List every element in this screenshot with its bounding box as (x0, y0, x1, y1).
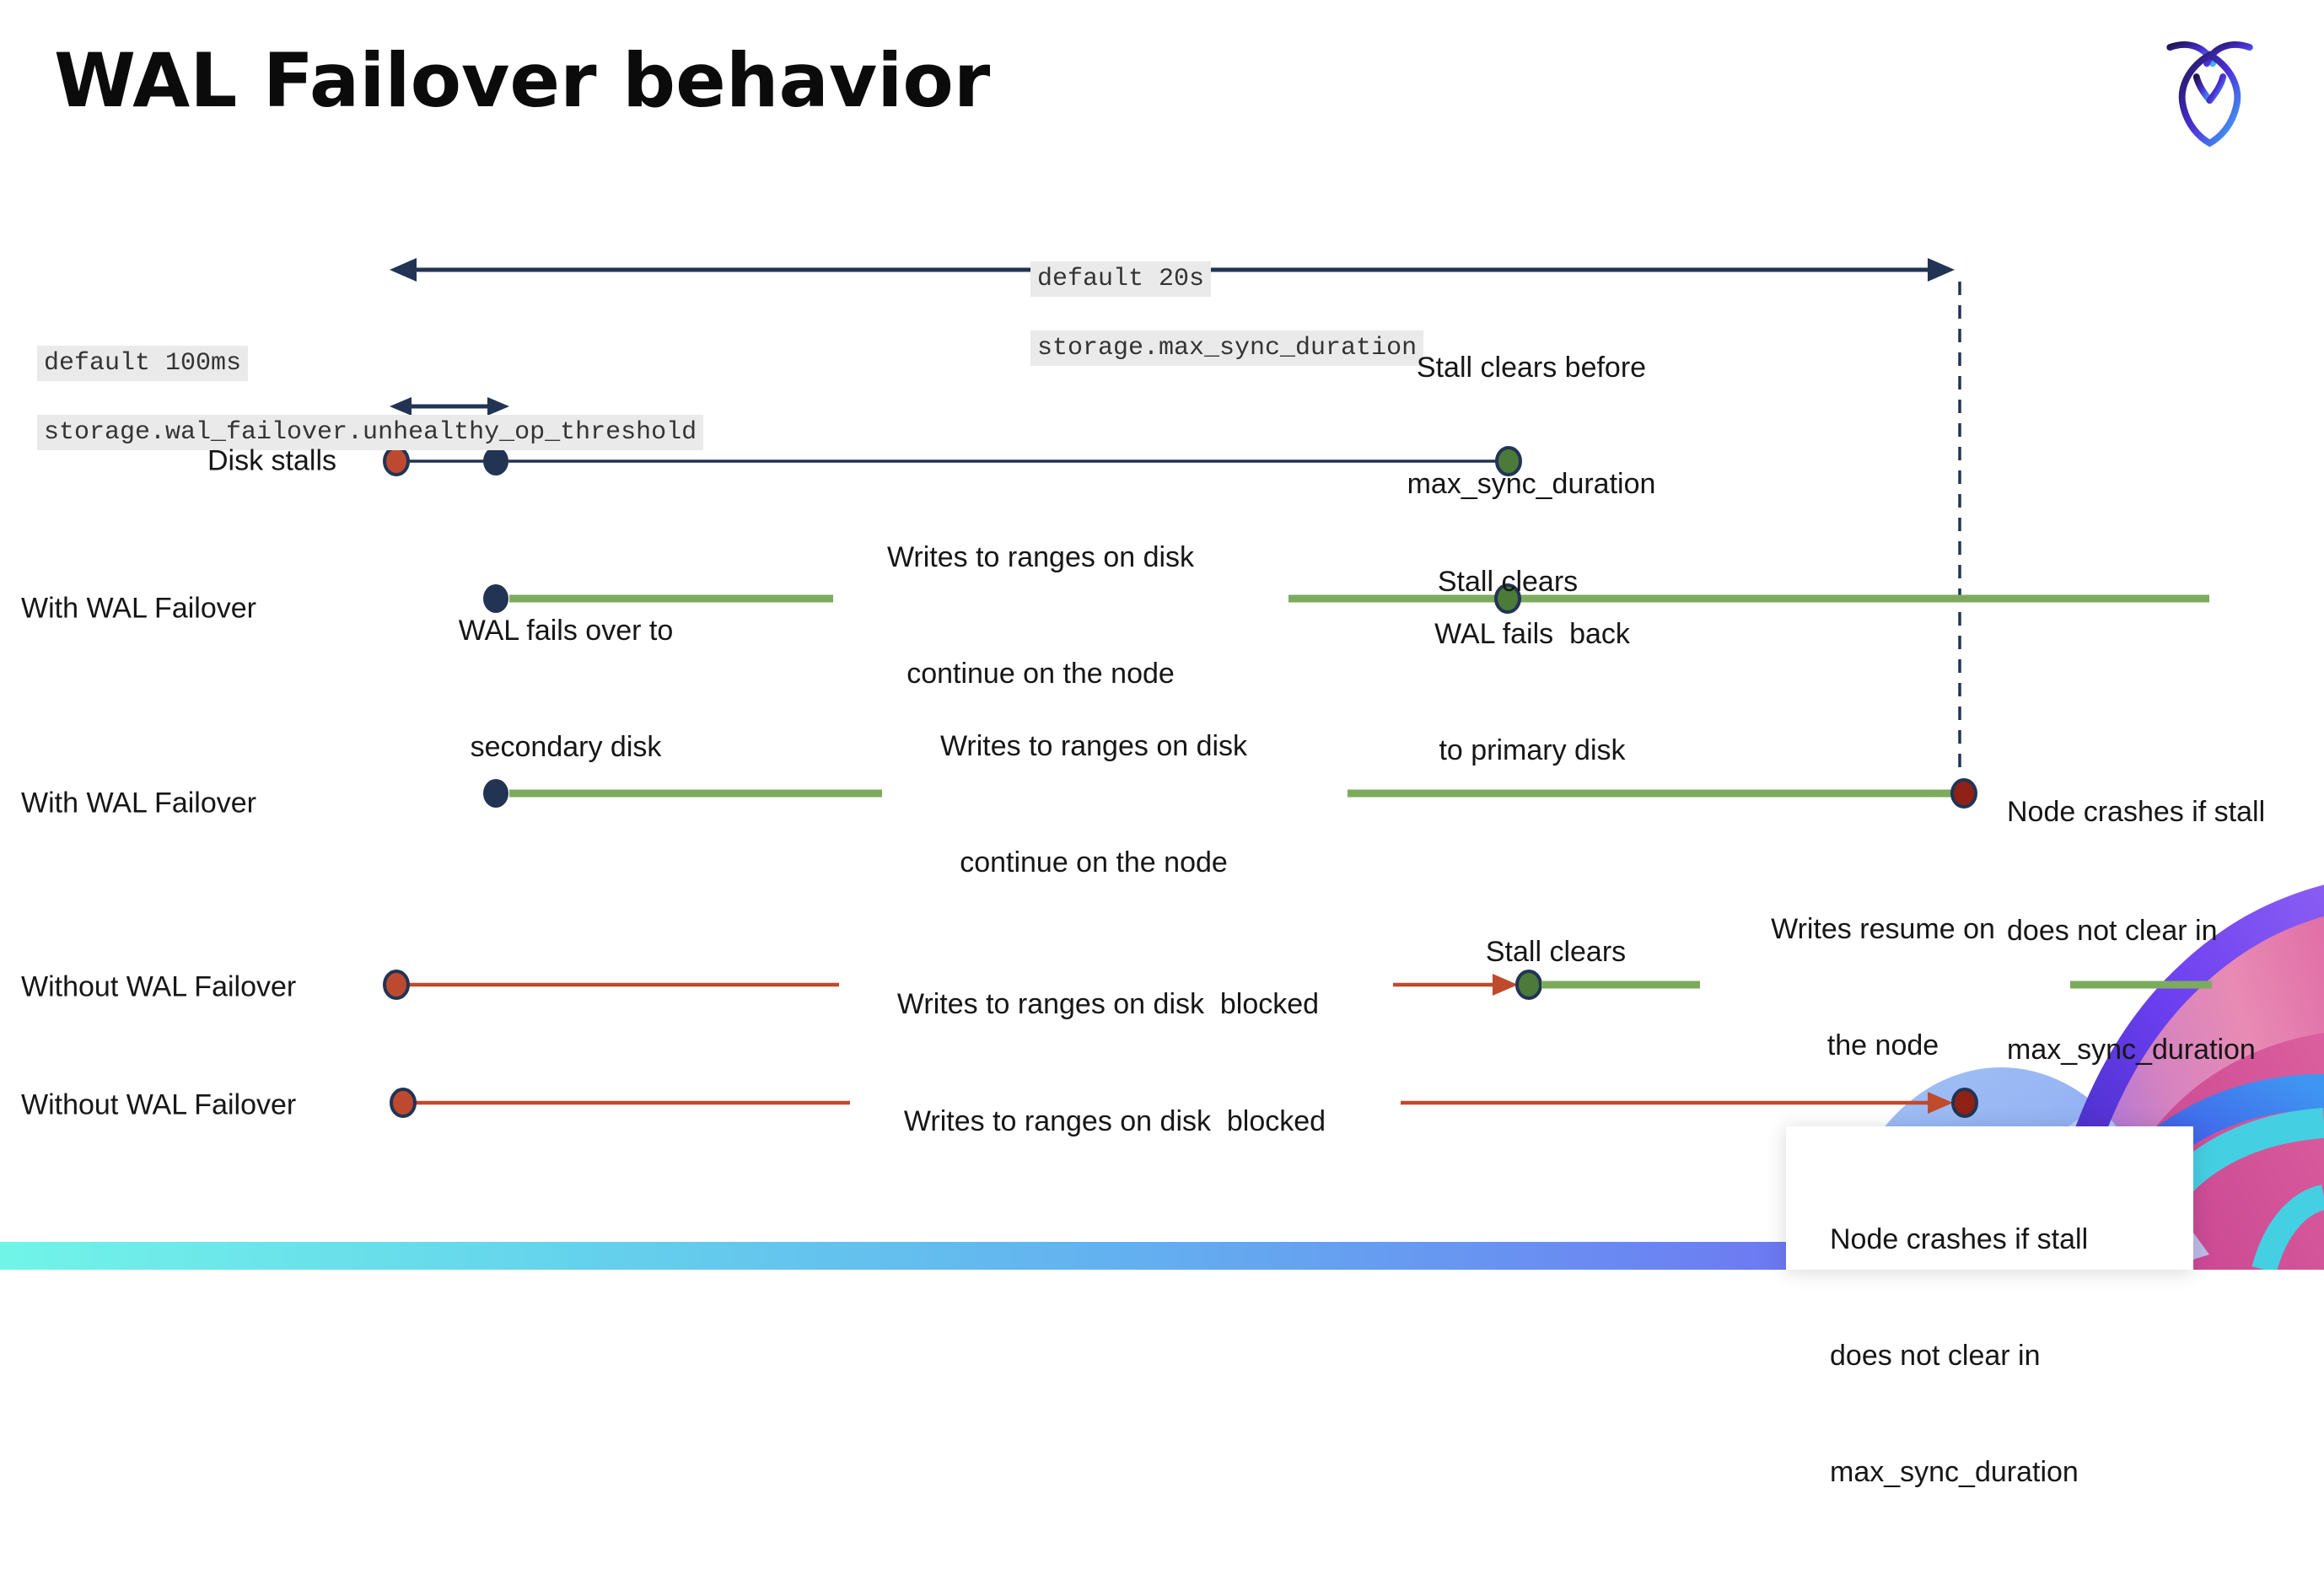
row-label-disk-stalls: Disk stalls (207, 444, 337, 477)
unhealthy-op-threshold-arrow (390, 397, 509, 416)
setting-name: storage.wal_failover.unhealthy_op_thresh… (37, 415, 704, 450)
row-label-without-wal-failover-1: Without WAL Failover (21, 970, 297, 1003)
setting-default-value: default 100ms (37, 346, 249, 381)
stall-start-dot (390, 1088, 417, 1118)
writes-continue-annotation-2: Writes to ranges on disk continue on the… (939, 730, 1248, 879)
wal-fails-back-annotation: WAL fails back to primary disk (1434, 618, 1630, 766)
failover-dot (483, 584, 508, 613)
node-crash-dot (1951, 1088, 1978, 1118)
max-sync-duration-label: default 20s storage.max_sync_duration (1030, 231, 1424, 384)
node-crashes-annotation-1: Node crashes if stall does not clear in … (2007, 796, 2266, 1066)
row-label-with-wal-failover-2: With WAL Failover (21, 787, 256, 819)
writes-blocked-annotation-2: Writes to ranges on disk blocked (903, 1105, 1326, 1137)
cockroachdb-logo-icon (2166, 41, 2253, 148)
wal-fails-over-annotation: WAL fails over to secondary disk (458, 615, 674, 763)
failover-dot (483, 779, 508, 808)
stall-start-dot (383, 970, 410, 1000)
setting-name: storage.max_sync_duration (1030, 330, 1424, 366)
writes-resume-annotation: Writes resume on the node (1771, 913, 1995, 1061)
writes-continue-annotation-1: Writes to ranges on disk continue on the… (886, 541, 1195, 690)
threshold-dot (483, 447, 508, 476)
stall-clears-dot (1515, 970, 1542, 1000)
row-label-with-wal-failover-1: With WAL Failover (21, 592, 256, 625)
writes-blocked-annotation-1: Writes to ranges on disk blocked (896, 988, 1320, 1020)
blocked-arrowhead (1928, 1092, 1953, 1114)
page-title: WAL Failover behavior (54, 37, 991, 124)
node-crashes-annotation-2: Node crashes if stall does not clear in … (1830, 1223, 2089, 1488)
node-crashes-card: Node crashes if stall does not clear in … (1786, 1126, 2193, 1488)
timeline-diagram (383, 258, 2212, 1118)
stall-clears-dot (1495, 446, 1522, 476)
row-label-without-wal-failover-2: Without WAL Failover (21, 1088, 297, 1121)
blocked-arrowhead (1493, 974, 1518, 996)
node-crash-dot (1950, 778, 1977, 809)
stall-clears-annotation-1: Stall clears (1437, 566, 1579, 598)
setting-default-value: default 20s (1030, 261, 1212, 297)
stall-clears-before-annotation: Stall clears before max_sync_duration (1407, 352, 1656, 500)
stall-clears-annotation-2: Stall clears (1485, 936, 1627, 968)
unhealthy-op-threshold-label: default 100ms storage.wal_failover.unhea… (37, 315, 704, 469)
cyan-arch-small (2251, 1185, 2324, 1270)
stall-clears-dot (1494, 583, 1521, 614)
